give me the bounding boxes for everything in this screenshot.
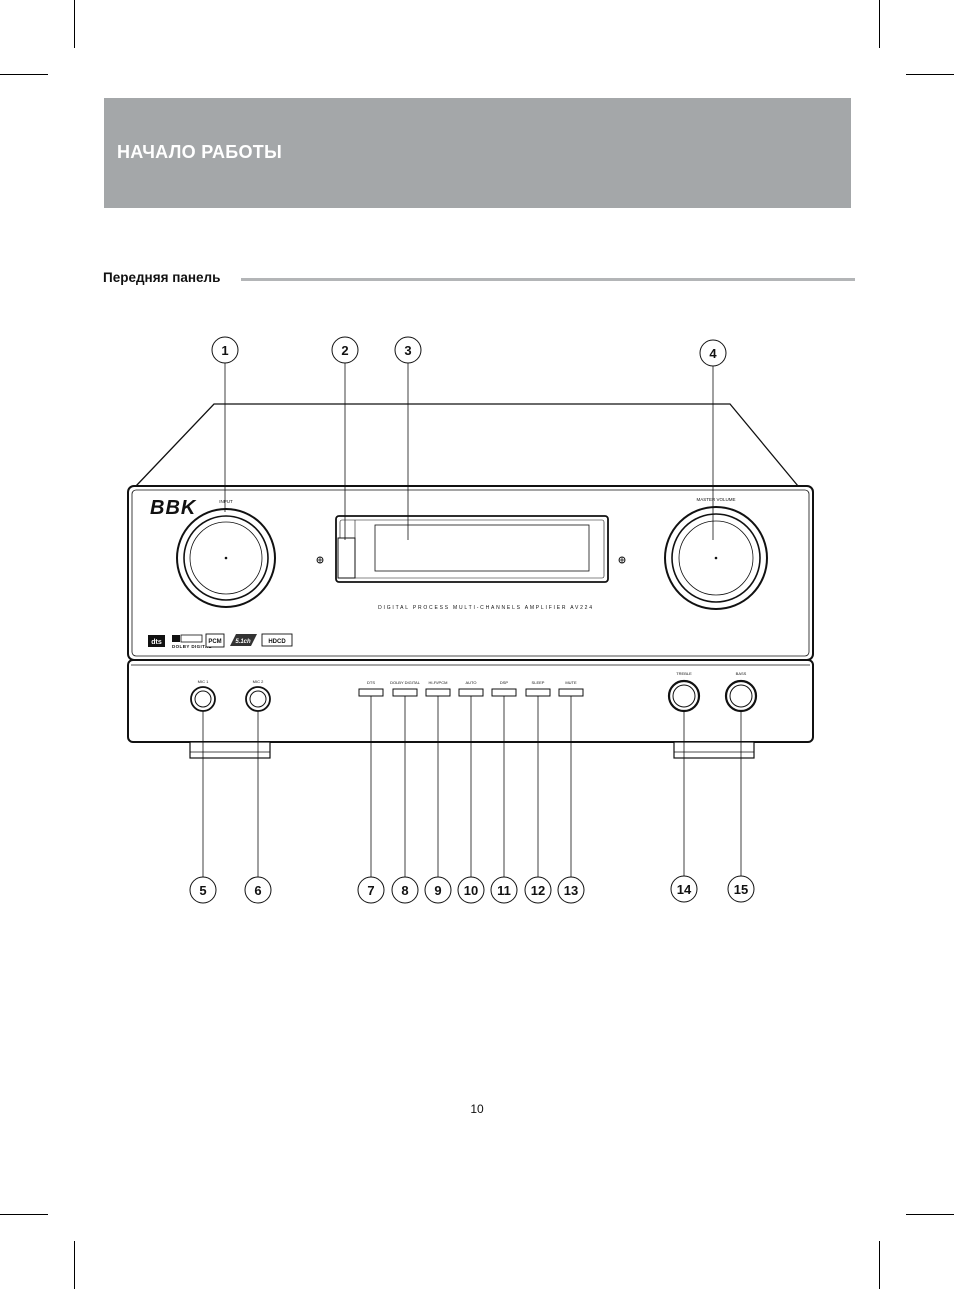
svg-text:6: 6 xyxy=(254,883,261,898)
callout-6: 6 xyxy=(244,876,272,904)
master-volume-knob-label: MASTER VOLUME xyxy=(696,497,735,502)
svg-text:PCM: PCM xyxy=(208,639,221,645)
brand-logo: BBK xyxy=(150,497,197,519)
format-badges: dts DOLBY DIGITAL PCM 5.1ch HDCD xyxy=(148,633,293,649)
callout-7: 7 xyxy=(357,876,385,904)
svg-text:5.1ch: 5.1ch xyxy=(235,639,251,645)
section-divider xyxy=(241,278,855,281)
badge-5-1ch: 5.1ch xyxy=(230,634,257,646)
svg-text:1: 1 xyxy=(221,343,228,358)
callout-14: 14 xyxy=(670,875,698,903)
svg-text:11: 11 xyxy=(497,883,511,898)
remote-sensor xyxy=(337,537,356,579)
callout-4: 4 xyxy=(699,339,727,367)
treble-knob-label: TREBLE xyxy=(676,671,692,676)
crop-mark xyxy=(0,74,48,75)
svg-text:HI-FI/PCM: HI-FI/PCM xyxy=(429,680,448,685)
foot-right xyxy=(673,741,755,759)
svg-text:13: 13 xyxy=(564,883,578,898)
svg-text:2: 2 xyxy=(341,343,348,358)
chapter-title: НАЧАЛО РАБОТЫ xyxy=(117,142,283,162)
svg-text:MUTE: MUTE xyxy=(565,680,577,685)
crop-mark xyxy=(906,74,954,75)
input-knob-label: INPUT xyxy=(219,499,233,504)
crop-mark xyxy=(74,0,75,48)
callout-3: 3 xyxy=(394,336,422,364)
leader-lines xyxy=(202,363,742,877)
svg-text:dts: dts xyxy=(151,639,162,646)
svg-text:7: 7 xyxy=(367,883,374,898)
svg-text:8: 8 xyxy=(401,883,408,898)
callout-8: 8 xyxy=(391,876,419,904)
crop-mark xyxy=(74,1241,75,1289)
svg-text:HDCD: HDCD xyxy=(268,639,286,645)
callout-13: 13 xyxy=(557,876,585,904)
chapter-banner: НАЧАЛО РАБОТЫ xyxy=(104,98,851,208)
callout-11: 11 xyxy=(490,876,518,904)
screw-right xyxy=(618,556,626,564)
callout-10: 10 xyxy=(457,876,485,904)
svg-text:5: 5 xyxy=(199,883,206,898)
fluorescent-display xyxy=(374,524,590,572)
svg-text:15: 15 xyxy=(734,882,748,897)
svg-text:AUTO: AUTO xyxy=(465,680,476,685)
svg-text:3: 3 xyxy=(404,343,411,358)
callout-2: 2 xyxy=(331,336,359,364)
crop-mark xyxy=(879,0,880,48)
crop-mark xyxy=(879,1241,880,1289)
model-text: DIGITAL PROCESS MULTI-CHANNELS AMPLIFIER… xyxy=(378,605,594,611)
callout-12: 12 xyxy=(524,876,552,904)
screw-left xyxy=(316,556,324,564)
svg-text:DOLBY DIGITAL: DOLBY DIGITAL xyxy=(172,644,212,649)
top-cover xyxy=(135,403,799,487)
section-title: Передняя панель xyxy=(103,270,221,285)
bass-knob-label: BASS xyxy=(736,671,747,676)
svg-text:DTS: DTS xyxy=(367,680,375,685)
badge-hdcd: HDCD xyxy=(261,633,293,647)
badge-pcm: PCM xyxy=(205,633,225,648)
svg-text:10: 10 xyxy=(464,883,478,898)
crop-mark xyxy=(0,1214,48,1215)
svg-text:14: 14 xyxy=(677,882,692,897)
page-number: 10 xyxy=(470,1102,484,1116)
callout-15: 15 xyxy=(727,875,755,903)
badge-dts: dts xyxy=(148,635,165,647)
svg-text:9: 9 xyxy=(434,883,441,898)
lower-fascia xyxy=(127,659,814,743)
svg-text:DSP: DSP xyxy=(500,680,509,685)
svg-text:SLEEP: SLEEP xyxy=(532,680,545,685)
svg-text:DOLBY DIGITAL: DOLBY DIGITAL xyxy=(390,680,421,685)
badge-dolby-digital: DOLBY DIGITAL xyxy=(172,634,212,649)
foot-left xyxy=(189,741,271,759)
crop-mark xyxy=(906,1214,954,1215)
svg-text:4: 4 xyxy=(709,346,717,361)
callout-9: 9 xyxy=(424,876,452,904)
callout-1: 1 xyxy=(211,336,239,364)
mic2-label: MIC 2 xyxy=(253,679,264,684)
svg-text:12: 12 xyxy=(531,883,545,898)
mic1-label: MIC 1 xyxy=(198,679,209,684)
callout-5: 5 xyxy=(189,876,217,904)
